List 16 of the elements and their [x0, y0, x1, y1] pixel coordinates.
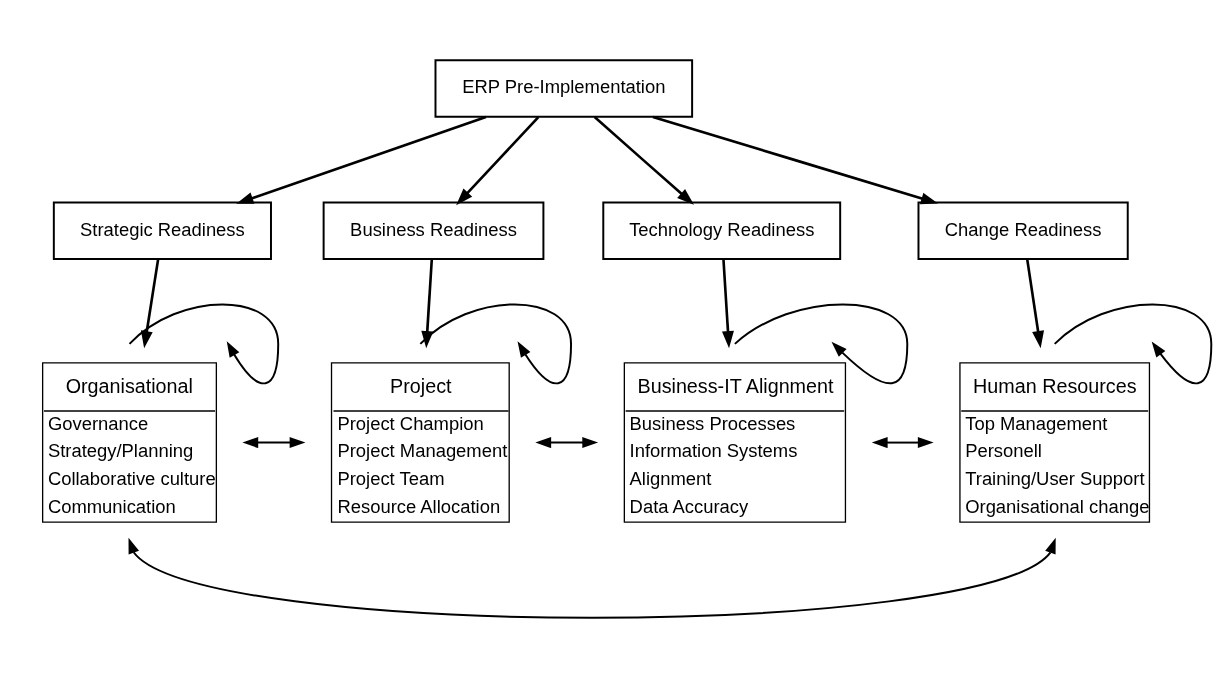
arrow: [593, 115, 694, 205]
arrow: [721, 258, 734, 348]
arrow: [456, 115, 540, 205]
arrow: [535, 436, 599, 448]
node-box: Strategic Readiness: [52, 200, 272, 260]
arrow: [652, 115, 939, 204]
arrow: [1025, 258, 1044, 348]
arrow: [236, 115, 487, 204]
arrow: [242, 436, 306, 448]
arrow: [140, 258, 160, 348]
node-box: Change Readiness: [917, 200, 1129, 260]
arrow: [128, 537, 1056, 619]
node-box: ERP Pre-Implementation: [434, 58, 694, 118]
arrow: [871, 436, 934, 448]
node-box: Business Readiness: [322, 200, 545, 260]
node-box: Technology Readiness: [602, 200, 842, 260]
